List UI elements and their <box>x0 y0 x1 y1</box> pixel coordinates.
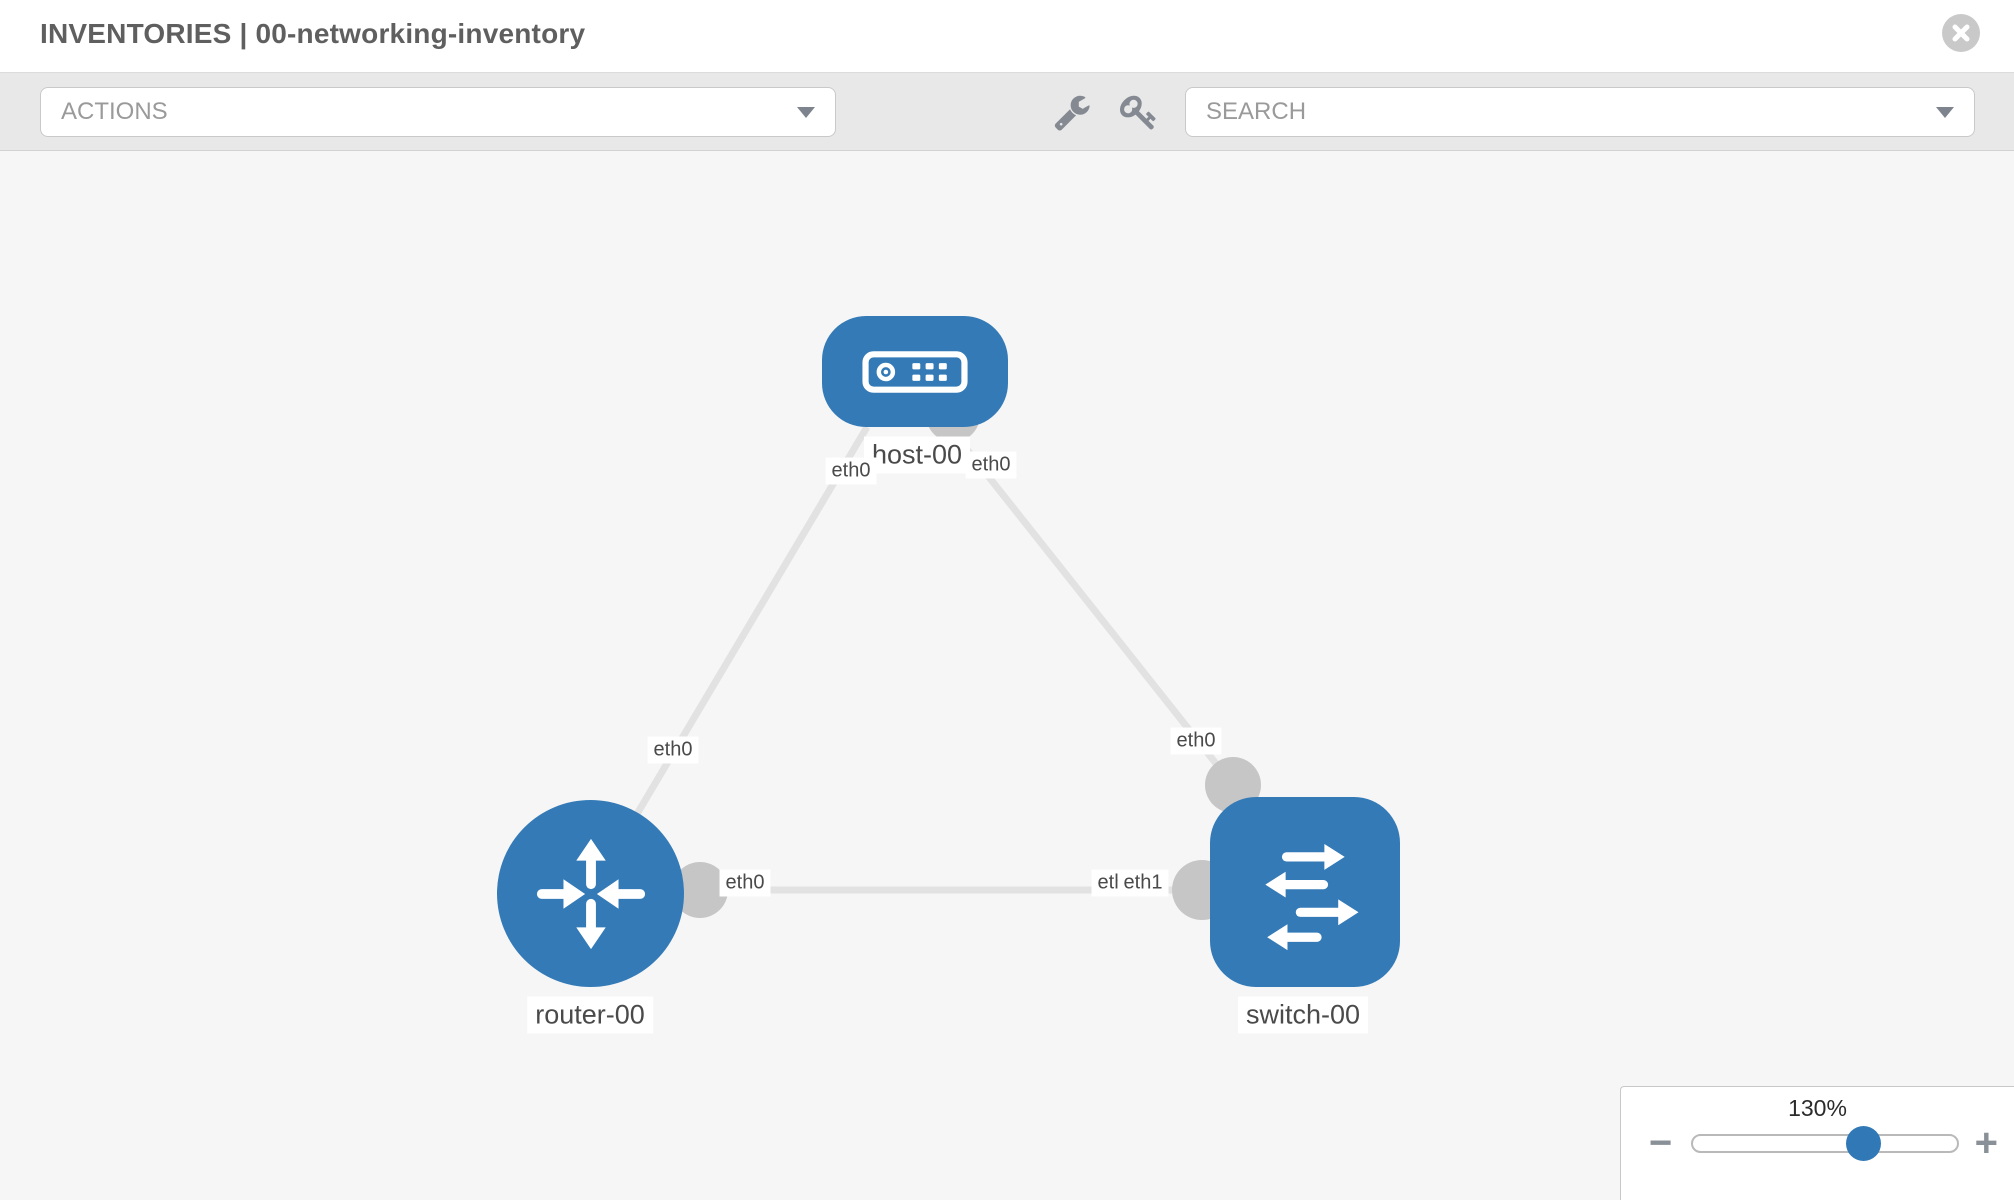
link-host-switch <box>947 425 1236 788</box>
topology-links <box>586 425 1236 895</box>
toolbar: ACTIONS <box>0 72 2014 151</box>
actions-dropdown[interactable]: ACTIONS <box>40 87 836 137</box>
close-button[interactable] <box>1942 14 1980 52</box>
port-label-router-top: eth0 <box>647 736 699 764</box>
search-box[interactable] <box>1185 87 1975 137</box>
chevron-down-icon <box>797 106 815 118</box>
router-arrows-icon <box>536 838 645 949</box>
chevron-down-icon <box>1936 106 1954 118</box>
zoom-out-button[interactable]: − <box>1649 1121 1673 1165</box>
host-device-icon <box>862 350 968 393</box>
node-host-00[interactable] <box>822 316 1008 427</box>
zoom-level: 130% <box>1788 1095 1847 1121</box>
zoom-panel: 130% − + <box>1620 1086 2014 1200</box>
wrench-icon[interactable] <box>1053 93 1091 131</box>
port-label-switch-left: eth1 <box>1117 869 1169 897</box>
zoom-slider-thumb[interactable] <box>1846 1126 1881 1161</box>
close-icon <box>1952 24 1970 42</box>
port-label-router-right: eth0 <box>719 869 771 897</box>
node-switch-00[interactable] <box>1210 797 1400 987</box>
zoom-in-button[interactable]: + <box>1974 1121 1998 1165</box>
header: INVENTORIES | 00-networking-inventory <box>0 0 2014 72</box>
key-icon[interactable] <box>1120 93 1158 131</box>
port-label-host-right: eth0 <box>965 451 1017 479</box>
search-input[interactable] <box>1206 98 1936 126</box>
page-title: INVENTORIES | 00-networking-inventory <box>40 18 586 49</box>
node-label-router: router-00 <box>527 996 653 1034</box>
node-label-host: host-00 <box>863 436 971 474</box>
node-label-switch: switch-00 <box>1237 996 1369 1034</box>
switch-arrows-icon <box>1265 844 1359 951</box>
node-router-00[interactable] <box>497 800 684 987</box>
zoom-slider-track[interactable] <box>1691 1134 1959 1153</box>
port-label-host-left: eth0 <box>825 457 877 485</box>
port-label-switch-top: eth0 <box>1170 727 1222 755</box>
topology-canvas[interactable]: host-00 router-00 switch-00 eth0 eth0 et… <box>0 151 2014 1200</box>
actions-dropdown-label: ACTIONS <box>61 98 168 125</box>
